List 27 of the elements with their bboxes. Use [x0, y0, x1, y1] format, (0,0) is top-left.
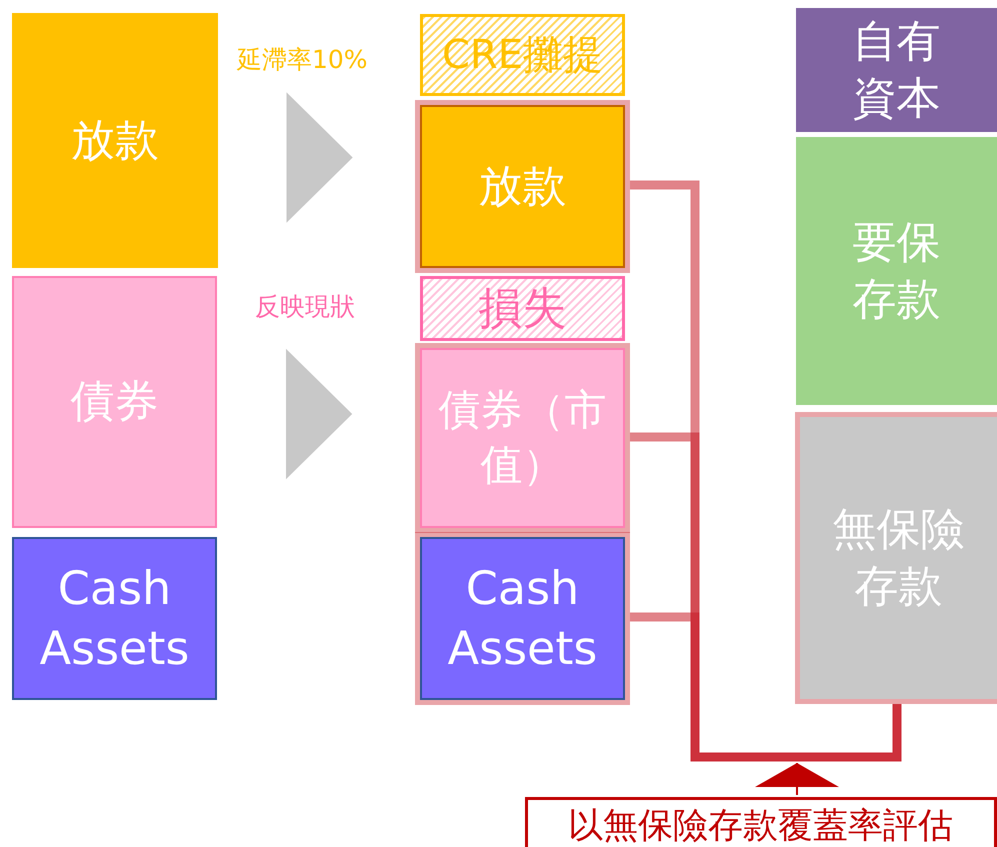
box-text: 要保存款	[852, 216, 942, 327]
box-text: Cash Assets	[38, 560, 190, 676]
box-text: 債券	[70, 375, 158, 430]
box-text: 放款	[71, 114, 159, 168]
bond-box	[12, 276, 217, 528]
annotation-text: 反映現狀	[255, 291, 355, 323]
box-text: 損失	[478, 282, 566, 336]
box-text: 自有資本	[852, 14, 942, 126]
cash-assets-box	[420, 537, 625, 700]
loss-box	[420, 276, 625, 341]
box-text: 債券（市值）	[438, 384, 608, 491]
cash-assets-box	[12, 537, 217, 700]
note-box	[525, 797, 997, 847]
loan-box	[12, 13, 218, 268]
box-text: 放款	[478, 160, 566, 214]
box-text: 以無保險存款覆蓋率評估	[568, 805, 953, 847]
insured-deposit-box	[796, 137, 997, 405]
chevron-arrow	[286, 92, 353, 223]
annotation-text: 延滯率10%	[237, 44, 368, 76]
loan-box	[420, 105, 625, 268]
equity-box	[796, 8, 997, 132]
uninsured-deposit-box	[800, 417, 997, 699]
connector-line	[630, 612, 902, 762]
box-text: Cash Assets	[446, 560, 598, 676]
pointer-arrow	[755, 763, 839, 795]
chevron-arrow	[286, 348, 352, 480]
bond-box	[420, 348, 625, 528]
